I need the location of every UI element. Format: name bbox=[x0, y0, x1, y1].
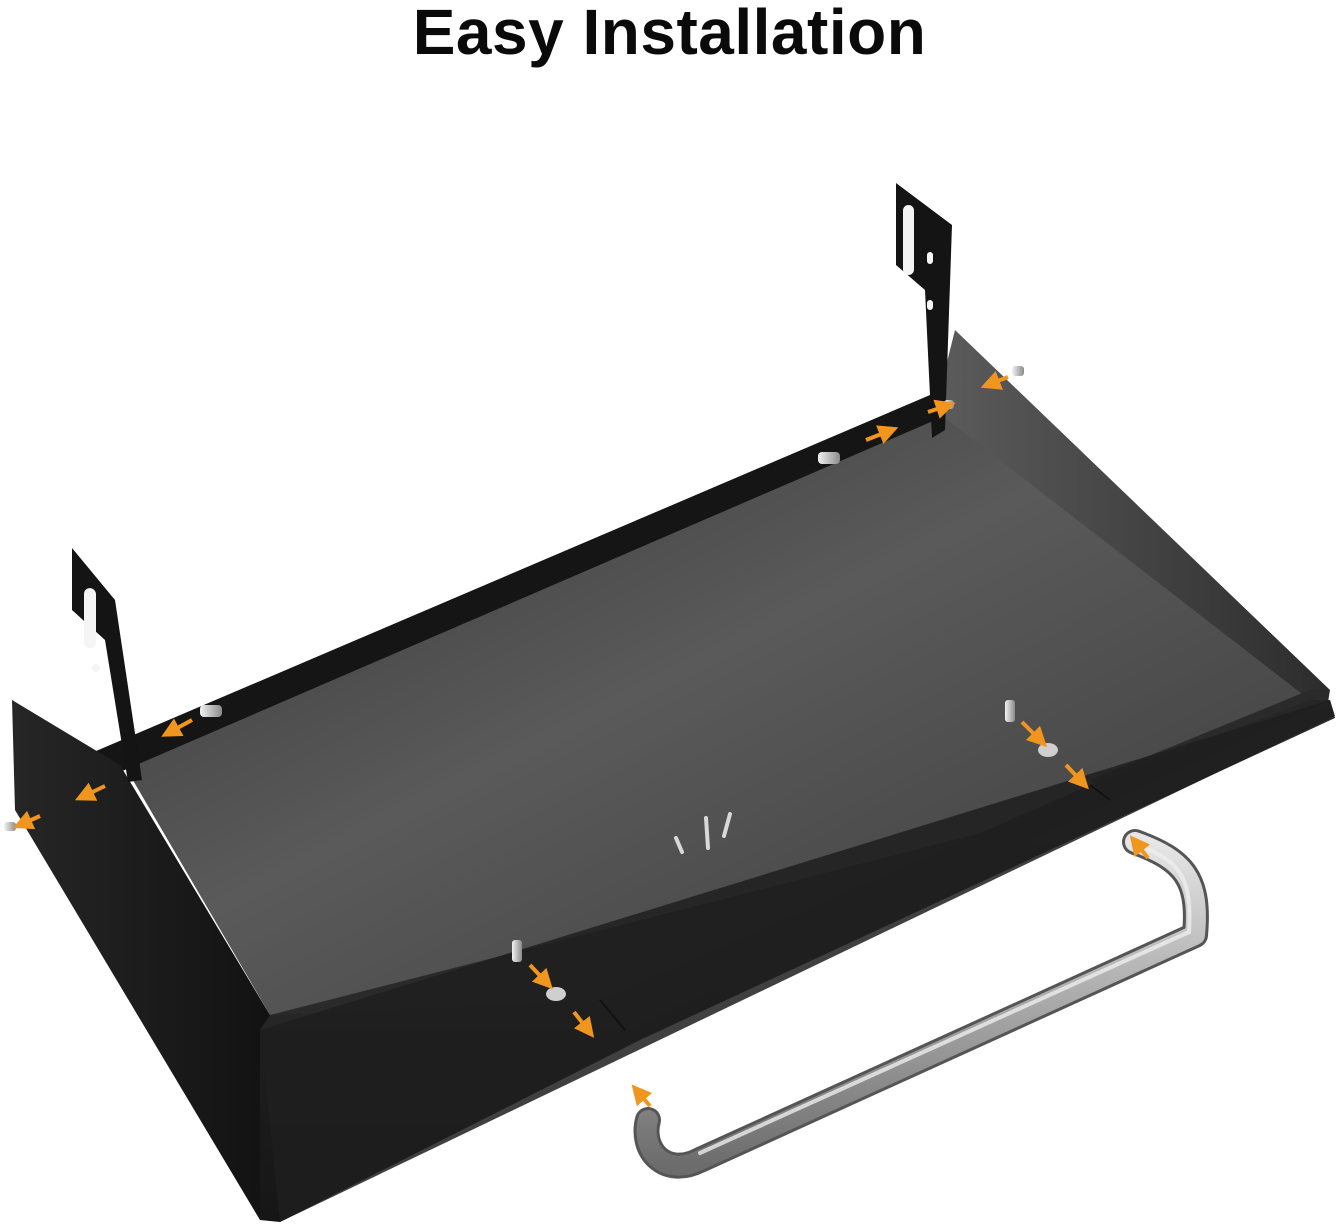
tray-left-wall bbox=[12, 700, 270, 1220]
left-mounting-bracket bbox=[72, 548, 142, 782]
tray-floor bbox=[120, 410, 1310, 1015]
tray-back-wall bbox=[75, 395, 940, 772]
page-title: Easy Installation bbox=[412, 0, 927, 68]
orange-arrow-icon bbox=[12, 371, 1151, 1108]
tray bbox=[12, 330, 1335, 1222]
tray-front-edge bbox=[260, 700, 1335, 1222]
tray-right-wall bbox=[935, 330, 1330, 700]
handle-icon bbox=[633, 829, 1209, 1179]
right-mounting-bracket bbox=[896, 183, 952, 438]
